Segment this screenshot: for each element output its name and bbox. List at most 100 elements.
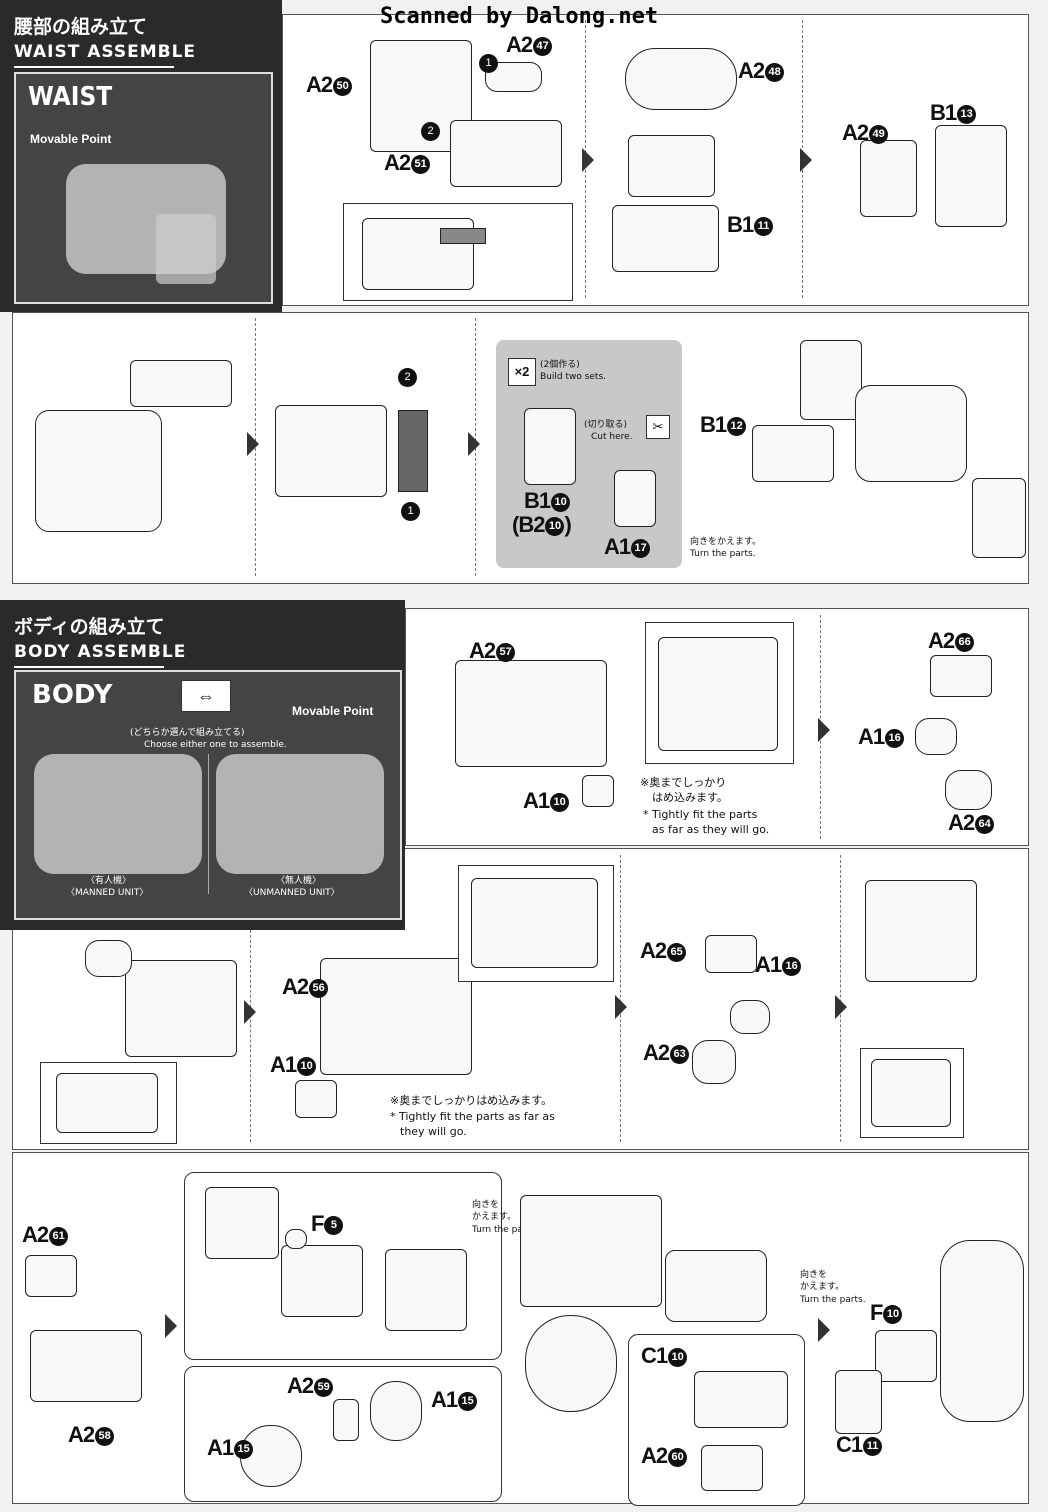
turn-parts-en: Turn the parts. [690, 549, 756, 559]
build-two-en: Build two sets. [540, 372, 607, 382]
movable-point-label: Movable Point [292, 704, 374, 718]
title-underline [14, 66, 174, 68]
build-two-jp: (2個作る) [540, 360, 580, 370]
choose-en: Choose either one to assemble. [144, 740, 287, 750]
body-detail-part [658, 637, 778, 751]
body-detail-inset-1 [645, 622, 794, 764]
body-assembled-side [865, 880, 977, 982]
step-number-2: 2 [398, 368, 417, 387]
body-detail-part [56, 1073, 158, 1133]
waist-preview-box: WAIST Movable Point [14, 72, 273, 304]
step-divider [250, 930, 251, 1142]
manned-unit-model [34, 754, 202, 874]
fit-note-en: * Tightly fit the parts [643, 808, 758, 821]
body-detail-inset-2 [40, 1062, 177, 1144]
body-title-jp: ボディの組み立て [14, 616, 165, 638]
chevron-right-icon [582, 148, 594, 172]
waist-side-armor [935, 125, 1007, 227]
waist-preview-armor [156, 214, 216, 284]
step-number-1: 1 [479, 54, 498, 73]
waist-tab-part [130, 360, 232, 407]
unmanned-en: 〈UNMANNED UNIT〉 [244, 888, 340, 898]
manned-jp: 〈有人機〉 [86, 876, 132, 886]
waist-rear-part [450, 120, 562, 187]
chevron-right-icon [800, 148, 812, 172]
cut-en: Cut here. [591, 432, 633, 442]
chevron-right-icon [247, 432, 259, 456]
cockpit-block-part [25, 1255, 77, 1297]
hook-part [524, 408, 576, 485]
dome-mount-part [333, 1399, 359, 1441]
waist-preview-label: WAIST [28, 82, 113, 112]
body-detail-inset-4 [860, 1048, 964, 1138]
cut-jp: (切り取る) [584, 420, 628, 430]
waist-front-armor [800, 340, 862, 420]
body-joint-part [85, 940, 132, 977]
turn-parts-jp: 向きをかえます。 [690, 537, 762, 547]
body-insert-part-2 [295, 1080, 337, 1118]
step-number-1: 1 [401, 502, 420, 521]
joint-base-part-2 [692, 1040, 736, 1084]
turn1-jp2: かえます。 [472, 1212, 517, 1222]
body-detail-part [871, 1059, 951, 1127]
chevron-right-icon [818, 718, 830, 742]
armor-part-f [875, 1330, 937, 1382]
waist-title-en: WAIST ASSEMBLE [14, 42, 197, 62]
scissors-icon: ✂ [646, 415, 670, 439]
body-frame-part-2 [320, 958, 472, 1075]
body-final-assembly [940, 1240, 1024, 1422]
body-torso-part [520, 1195, 662, 1307]
dome-back-part [370, 1381, 422, 1441]
joint-cover-part [915, 718, 957, 755]
body-frame-part [455, 660, 607, 767]
chevron-right-icon [818, 1318, 830, 1342]
body-side-assembly [125, 960, 237, 1057]
armor-part-c [835, 1370, 882, 1434]
armor-mount-part [701, 1445, 763, 1491]
body-detail-part [471, 878, 598, 968]
waist-assembled-part [628, 135, 715, 197]
turn1-jp: 向きを [472, 1200, 500, 1210]
chevron-right-icon [615, 995, 627, 1019]
body-half-part [281, 1245, 363, 1317]
waist-completed [855, 385, 967, 482]
turn2-jp: 向きを [800, 1270, 828, 1280]
waist-ring-part [625, 48, 737, 110]
unmanned-unit-model [216, 754, 384, 874]
waist-detail-inset [343, 203, 573, 301]
waist-title-jp: 腰部の組み立て [14, 16, 148, 38]
body-base-frame [30, 1330, 142, 1402]
joint-base-part [945, 770, 992, 810]
turn2-jp2: かえます。 [800, 1282, 845, 1292]
body-detail-inset-3 [458, 865, 614, 982]
chevron-right-icon [165, 1314, 177, 1338]
body-half-part [385, 1249, 467, 1331]
